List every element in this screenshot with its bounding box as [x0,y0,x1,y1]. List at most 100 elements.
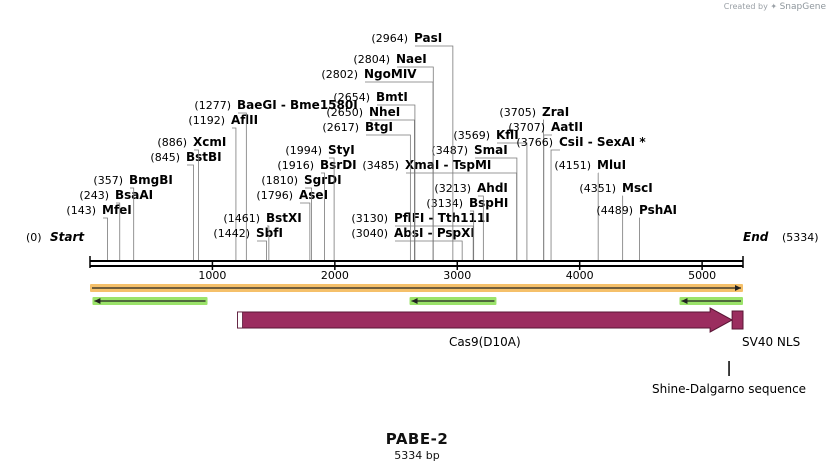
site-name: PflFI - Tth111I [394,211,490,225]
site-position: (886) [157,136,187,149]
site-name: AatII [551,120,583,134]
site-leader-line [232,127,237,261]
restriction-site[interactable]: (357) BmgBI [93,173,173,261]
plasmid-name: PABE-2 [385,430,449,448]
snapgene-credit: Created by ✦ SnapGene [724,2,826,12]
restriction-site[interactable]: (2650)NheI [326,105,415,261]
site-position: (3040) [351,227,388,240]
site-position: (2617) [322,121,359,134]
cas9-label: Cas9(D10A) [449,335,521,349]
restriction-site[interactable]: (3134)BspHI [426,196,508,261]
site-leader-line [257,240,267,261]
restriction-site[interactable]: (2654)BmtI [333,90,416,261]
restriction-site[interactable]: (2804) NaeI [353,52,434,261]
shine-dalgarno-label: Shine-Dalgarno sequence [652,382,806,396]
site-leader-line [377,104,416,261]
site-leader-line [238,112,247,261]
orf-arrowhead [94,298,101,304]
orf-reverse-bar[interactable] [679,297,743,305]
site-leader-line [194,149,199,261]
restriction-site[interactable]: (3569)KflI [453,128,528,261]
restriction-site[interactable]: (3040)AbsI - PspXI [351,226,475,261]
orf-arrowhead [681,298,688,304]
site-name: XmaI - TspMI [405,158,491,172]
site-name: BmgBI [129,173,173,187]
snapgene-logo-icon: ✦ [770,2,778,11]
orf-reverse-bar[interactable] [92,297,208,305]
site-leader-line [395,240,463,261]
restriction-site[interactable]: (2617) BtgI [322,120,411,261]
site-leader-line [397,66,434,261]
restriction-site[interactable]: (2964)PasI [371,31,454,261]
site-name: MfeI [102,203,132,217]
ruler-tick-label: 4000 [566,269,594,282]
restriction-site[interactable]: (886)XcmI [157,135,226,261]
restriction-site[interactable]: (1916)BsrDI [277,158,357,261]
features: Cas9(D10A) SV40 NLS Shine-Dalgarno seque… [237,307,806,396]
site-position: (243) [79,189,109,202]
restriction-sites: (143)MfeI(243)BsaAI(357)BmgBI(845)BstBI(… [66,31,677,261]
restriction-site[interactable]: (1461) BstXI [223,211,302,261]
sv40-nls-label: SV40 NLS [742,335,800,349]
restriction-site[interactable]: (4151)MluI [554,158,626,261]
site-position: (357) [93,174,123,187]
site-position: (1810) [261,174,298,187]
end-label: End [743,230,769,244]
site-position: (2804) [353,53,390,66]
site-position: (3766) [516,136,553,149]
site-position: (3487) [431,144,468,157]
site-position: (3707) [508,121,545,134]
credit-brand: SnapGene [779,2,826,12]
site-name: NaeI [396,52,427,66]
site-name: StyI [328,143,355,157]
restriction-site[interactable]: (1796)AseI [256,188,328,261]
site-leader-line [366,134,411,261]
restriction-site[interactable]: (243)BsaAI [79,188,153,261]
orf-reverse-bar[interactable] [409,297,497,305]
restriction-site[interactable]: (1810)SgrDI [261,173,342,261]
site-leader-line [305,187,312,261]
restriction-site[interactable]: (1994)StyI [285,143,355,261]
site-leader-line [550,149,560,261]
cas9-feature-arrow[interactable] [237,307,734,333]
restriction-site[interactable]: (3130) PflFI - Tth111I [351,211,490,261]
restriction-site[interactable]: (3766)CsiI - SexAI * [516,135,646,261]
restriction-site[interactable]: (1442) SbfI [213,226,283,261]
site-name: NheI [369,105,400,119]
site-position: (1442) [213,227,250,240]
site-leader-line [478,195,484,261]
credit-text: Created by [723,2,768,11]
restriction-site[interactable]: (143) MfeI [66,203,132,261]
site-leader-line [475,157,518,261]
ruler-tick-label: 2000 [321,269,349,282]
site-position: (1461) [223,212,260,225]
site-name: AseI [299,188,328,202]
orf-forward-bar[interactable] [90,284,743,292]
site-name: BmtI [376,90,408,104]
end-pos-label: (5334) [782,231,819,244]
site-name: NgoMIV [364,67,417,81]
restriction-site[interactable]: (4351)MscI [579,181,653,261]
site-position: (3130) [351,212,388,225]
restriction-site[interactable]: (845)BstBI [150,150,222,261]
site-name: BstBI [186,150,222,164]
site-name: BtgI [365,120,393,134]
site-name: MscI [622,181,653,195]
restriction-site[interactable]: (3707) AatII [508,120,583,261]
site-leader-line [415,45,454,261]
cas9-start-hatch [237,311,243,329]
site-name: BstXI [266,211,302,225]
site-name: BspHI [469,196,508,210]
site-name: SbfI [256,226,283,240]
start-pos-label: (0) [26,231,42,244]
restriction-site[interactable]: (3487)SmaI [431,143,518,261]
restriction-site[interactable]: (4489)PshAI [596,203,677,261]
restriction-site[interactable]: (1192)AflII [188,113,258,261]
site-name: PasI [414,31,442,45]
restriction-site[interactable]: (3705)ZraI [499,105,569,261]
sv40-nls-feature[interactable] [731,310,744,330]
site-position: (143) [66,204,96,217]
restriction-site[interactable]: (1277)BaeGI - Bme1580I [194,98,358,261]
site-leader-line [130,187,135,261]
